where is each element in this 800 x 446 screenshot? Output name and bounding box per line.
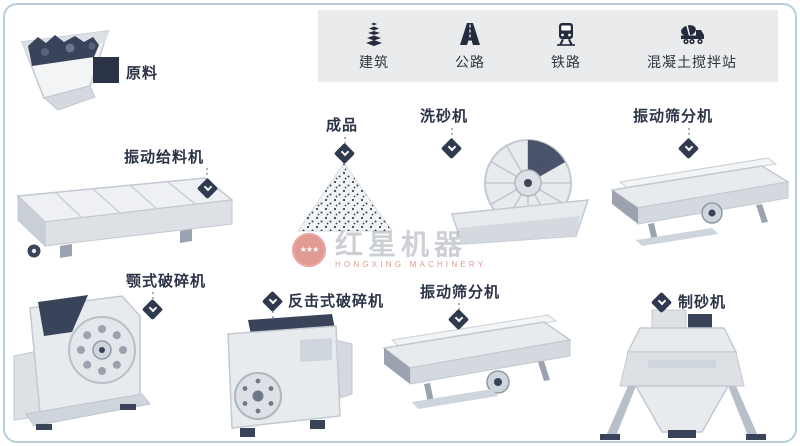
brand-logo-stars: ★★★ xyxy=(299,245,319,255)
banner-label: 铁路 xyxy=(551,53,581,70)
sand-pile-illustration xyxy=(297,162,393,232)
label-vibrating-screen-top: 振动筛分机 xyxy=(633,108,714,125)
banner-label: 混凝土搅拌站 xyxy=(647,53,737,70)
label-impact-crusher: 反击式破碎机 xyxy=(288,293,385,310)
impact-crusher-illustration xyxy=(227,314,353,437)
vibrating-screen-bottom-illustration xyxy=(382,314,572,409)
marker-sand-maker xyxy=(650,291,673,314)
label-jaw-crusher: 颚式破碎机 xyxy=(126,273,207,290)
label-sand-washer: 洗砂机 xyxy=(420,108,469,125)
banner-label: 公路 xyxy=(455,53,485,70)
banner-item-construction: 建筑 xyxy=(359,21,389,72)
jaw-crusher-illustration xyxy=(13,295,151,430)
banner-item-concrete-plant: 混凝土搅拌站 xyxy=(647,21,737,72)
building-icon xyxy=(366,22,382,46)
marker-vibrating-screen-top xyxy=(677,137,700,160)
mixer-truck-icon xyxy=(681,24,704,44)
brand-watermark: ★★★ 红星机器 HONGXING MACHINERY xyxy=(292,230,486,270)
application-banner: 建筑 公路 铁路 xyxy=(318,10,778,82)
hopper-illustration xyxy=(20,30,119,111)
marker-sand-washer xyxy=(440,137,463,160)
label-sand-maker: 制砂机 xyxy=(678,294,727,311)
sand-maker-illustration xyxy=(600,309,766,440)
marker-vibrating-screen-bottom xyxy=(447,308,470,331)
marker-jaw-crusher xyxy=(141,298,164,321)
railway-icon xyxy=(557,22,575,46)
vibrating-screen-top-illustration xyxy=(610,157,791,246)
sand-washer-illustration xyxy=(450,139,590,245)
banner-item-railway: 铁路 xyxy=(551,21,581,72)
label-vibrating-feeder: 振动给料机 xyxy=(124,149,205,166)
highway-icon xyxy=(460,22,480,45)
brand-name-en: HONGXING MACHINERY xyxy=(335,260,487,270)
label-raw-material: 原料 xyxy=(126,65,159,82)
label-finished-product: 成品 xyxy=(326,117,359,134)
brand-name-cn: 红星机器 xyxy=(335,229,468,260)
marker-finished-product xyxy=(333,142,356,165)
marker-vibrating-feeder xyxy=(196,177,219,200)
marker-impact-crusher xyxy=(261,290,284,313)
label-vibrating-screen-bottom: 振动筛分机 xyxy=(420,284,501,301)
banner-item-highway: 公路 xyxy=(455,21,485,72)
banner-label: 建筑 xyxy=(359,53,389,70)
brand-logo-icon: ★★★ xyxy=(292,232,326,267)
vibrating-feeder-illustration xyxy=(16,177,234,258)
